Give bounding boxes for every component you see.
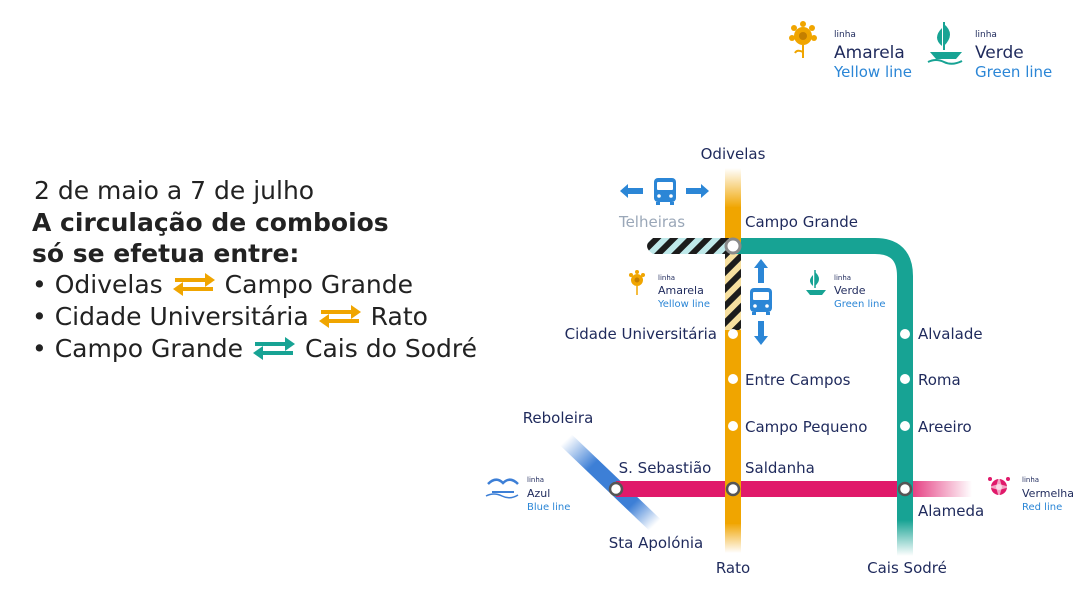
station-roma: Roma [918,371,961,389]
bus-icon [750,288,772,315]
station-sta-apolonia: Sta Apolónia [609,534,704,552]
station-reboleira: Reboleira [523,409,594,427]
yellow-line-fade-bottom [725,523,741,553]
legend-prefix: linha [658,274,675,282]
legend-name: Vermelha [1022,487,1074,500]
legend-top-yellow: linha Amarela Yellow line [789,21,912,81]
route-row: • Campo Grande Cais do Sodré [32,333,477,365]
legend-top-green: linha Verde Green line [927,22,1052,81]
station-alvalade: Alvalade [918,325,983,343]
legend-name: Amarela [834,43,905,63]
sunflower-icon [629,270,645,295]
station-marker-s-sebastiao [608,481,624,497]
legend-prefix: linha [1022,476,1039,484]
legend-english: Red line [1022,502,1062,513]
bus-shuttle-vertical [750,259,772,345]
station-marker-saldanha [725,481,741,497]
service-notice: 2 de maio a 7 de julho A circulação de c… [32,176,477,365]
compass-rose-icon [988,476,1010,498]
legend-name: Amarela [658,284,704,297]
gull-icon [485,478,519,499]
green-line-track [733,238,913,520]
station-campo-grande: Campo Grande [745,213,858,231]
station-marker-campo-pequeno [728,421,738,431]
legend-prefix: linha [527,476,544,484]
station-entre-campos: Entre Campos [745,371,851,389]
arrow-up-icon [754,259,768,283]
station-marker-entre-campos [728,374,738,384]
bus-icon [654,178,676,205]
blue-line-track [560,434,661,531]
legend-english: Blue line [527,502,570,513]
legend-map-green: linha Verde Green line [806,270,886,310]
bidirectional-arrow-icon [172,273,215,296]
bullet: • [32,334,47,363]
arrow-left-icon [620,184,643,198]
route-row: • Odivelas Campo Grande [32,269,477,301]
station-marker-cidade-universitaria [728,329,738,339]
station-marker-roma [900,374,910,384]
legend-prefix: linha [834,30,856,40]
route-to: Campo Grande [224,270,413,299]
sunflower-icon [789,21,817,58]
station-telheiras: Telheiras [618,213,685,231]
station-marker-alameda [897,481,913,497]
station-cidade-universitaria: Cidade Universitária [565,325,717,343]
bus-shuttle-horizontal [620,178,709,205]
legend-prefix: linha [834,274,851,282]
suspended-section-telheiras [647,238,733,254]
bidirectional-arrow-icon [253,337,296,360]
station-marker-alvalade [900,329,910,339]
green-line-fade [897,520,913,556]
legend-english: Yellow line [833,63,912,81]
legend-map-blue: linha Azul Blue line [485,476,570,513]
station-alameda: Alameda [918,502,984,520]
route-row: • Cidade Universitária Rato [32,301,477,333]
station-areeiro: Areeiro [918,418,972,436]
legend-english: Green line [975,63,1052,81]
route-to: Cais do Sodré [305,334,477,363]
station-cais-sodre: Cais Sodré [867,559,947,577]
legend-map-red: linha Vermelha Red line [988,476,1074,513]
legend-name: Azul [527,487,550,500]
caravel-icon [927,22,963,65]
station-odivelas: Odivelas [701,145,766,163]
suspended-section-yellow [725,254,741,330]
arrow-down-icon [754,321,768,345]
legend-name: Verde [975,43,1024,63]
legend-prefix: linha [975,30,997,40]
legend-map-yellow: linha Amarela Yellow line [629,270,710,310]
notice-heading-line-1: A circulação de comboios [32,208,389,237]
bidirectional-arrow-icon [318,305,361,328]
station-campo-pequeno: Campo Pequeno [745,418,867,436]
legend-english: Green line [834,299,886,310]
station-marker-campo-grande [724,237,742,255]
date-range: 2 de maio a 7 de julho [34,176,315,205]
caravel-icon [806,270,826,295]
station-s-sebastiao: S. Sebastião [619,459,712,477]
notice-heading-line-2: só se efetua entre: [32,239,300,268]
legend-name: Verde [834,284,866,297]
route-from: Campo Grande [54,334,244,363]
red-line-fade [900,481,972,497]
arrow-right-icon [686,184,709,198]
route-from: Odivelas [54,270,163,299]
station-markers [608,237,913,497]
route-from: Cidade Universitária [54,302,309,331]
route-to: Rato [370,302,428,331]
bullet: • [32,302,47,331]
bullet: • [32,270,47,299]
station-marker-areeiro [900,421,910,431]
yellow-line-fade-top [725,168,741,208]
legend-english: Yellow line [657,299,710,310]
yellow-line-track-north [725,207,741,247]
station-rato: Rato [716,559,750,577]
station-saldanha: Saldanha [745,459,815,477]
